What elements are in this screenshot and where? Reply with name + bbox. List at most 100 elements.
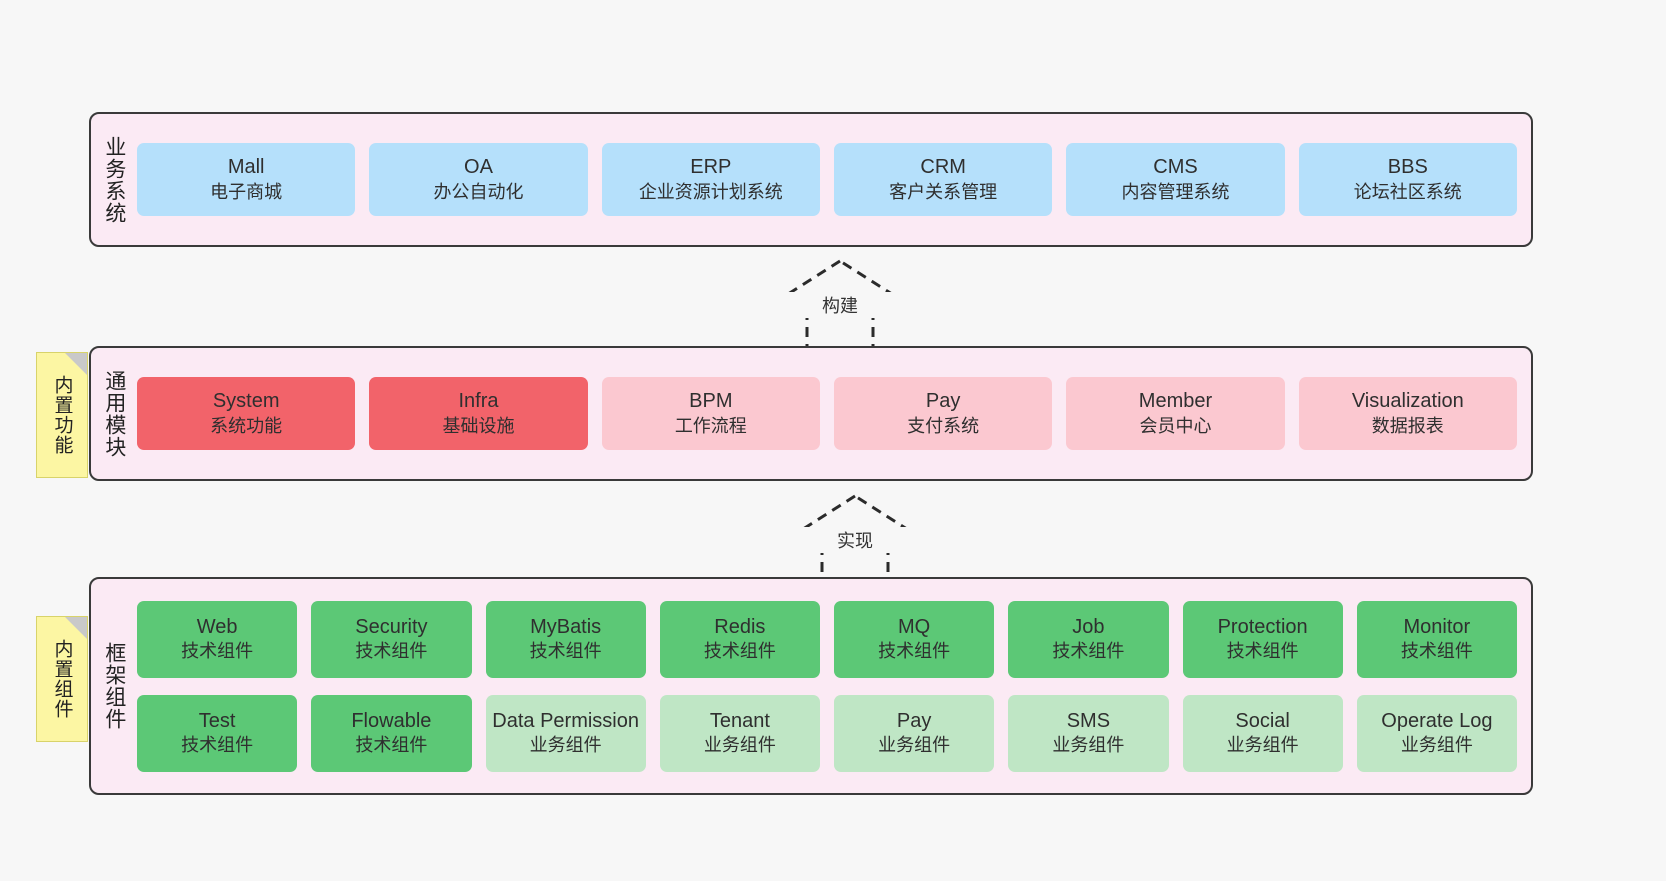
card-name: Infra: [458, 390, 499, 413]
card-subtitle: 会员中心: [1139, 415, 1212, 436]
card-name: Data Permission: [492, 709, 639, 732]
note-builtin-components: 内置组件: [36, 616, 88, 742]
card-subtitle: 技术组件: [355, 735, 428, 756]
card-name: Visualization: [1351, 390, 1464, 413]
card-subtitle: 电子商城: [210, 181, 283, 202]
connector-build: 构建: [745, 255, 935, 347]
layer-framework-component: 框架组件 Web 技术组件 Security 技术组件 MyBatis 技术组件…: [89, 577, 1533, 795]
card-name: MQ: [898, 615, 931, 638]
card-name: BBS: [1387, 156, 1428, 179]
card-subtitle: 技术组件: [1226, 641, 1299, 662]
layer-body-common-module: System 系统功能 Infra 基础设施 BPM 工作流程 Pay 支付系统…: [137, 348, 1531, 479]
card-subtitle: 客户关系管理: [889, 181, 998, 202]
connector-implement: 实现: [760, 490, 950, 582]
layer-title-common-module: 通用模块: [102, 369, 126, 458]
card-subtitle: 工作流程: [674, 415, 747, 436]
card-social[interactable]: Social 业务组件: [1182, 694, 1343, 772]
card-name: Monitor: [1403, 615, 1471, 638]
card-row: Mall 电子商城 OA 办公自动化 ERP 企业资源计划系统 CRM 客户关系…: [137, 143, 1517, 216]
layer-business-system: 业务系统 Mall 电子商城 OA 办公自动化 ERP 企业资源计划系统 CRM…: [89, 112, 1533, 247]
card-subtitle: 技术组件: [355, 641, 428, 662]
card-name: BPM: [689, 390, 733, 413]
card-redis[interactable]: Redis 技术组件: [659, 600, 820, 678]
card-visualization[interactable]: Visualization 数据报表: [1298, 377, 1517, 450]
card-name: Mall: [227, 156, 265, 179]
card-web[interactable]: Web 技术组件: [137, 600, 298, 678]
card-oa[interactable]: OA 办公自动化: [369, 143, 588, 216]
card-pay-component[interactable]: Pay 业务组件: [834, 694, 995, 772]
card-subtitle: 支付系统: [907, 415, 980, 436]
card-name: Security: [355, 615, 428, 638]
card-subtitle: 业务组件: [703, 735, 776, 756]
layer-body-business-system: Mall 电子商城 OA 办公自动化 ERP 企业资源计划系统 CRM 客户关系…: [137, 114, 1531, 245]
card-erp[interactable]: ERP 企业资源计划系统: [601, 143, 820, 216]
card-name: System: [212, 390, 280, 413]
card-subtitle: 基础设施: [442, 415, 515, 436]
card-row: Test 技术组件 Flowable 技术组件 Data Permission …: [137, 694, 1517, 772]
card-name: Flowable: [351, 709, 432, 732]
card-sms[interactable]: SMS 业务组件: [1008, 694, 1169, 772]
card-pay-module[interactable]: Pay 支付系统: [833, 377, 1053, 450]
note-label: 内置功能: [51, 375, 73, 455]
card-test[interactable]: Test 技术组件: [137, 694, 298, 772]
note-fold-corner-icon: [65, 353, 87, 375]
card-monitor[interactable]: Monitor 技术组件: [1356, 600, 1517, 678]
card-security[interactable]: Security 技术组件: [311, 600, 472, 678]
card-bbs[interactable]: BBS 论坛社区系统: [1298, 143, 1517, 216]
card-system[interactable]: System 系统功能: [137, 377, 356, 450]
card-data-permission[interactable]: Data Permission 业务组件: [485, 694, 646, 772]
card-protection[interactable]: Protection 技术组件: [1182, 600, 1343, 678]
card-subtitle: 技术组件: [529, 641, 602, 662]
connector-label: 实现: [760, 527, 950, 553]
card-row: System 系统功能 Infra 基础设施 BPM 工作流程 Pay 支付系统…: [137, 377, 1517, 450]
card-subtitle: 内容管理系统: [1121, 181, 1230, 202]
card-name: Job: [1072, 615, 1105, 638]
card-name: Test: [198, 709, 236, 732]
card-name: Web: [196, 615, 238, 638]
card-subtitle: 技术组件: [1052, 641, 1125, 662]
card-subtitle: 技术组件: [181, 735, 254, 756]
card-name: ERP: [690, 156, 732, 179]
card-operate-log[interactable]: Operate Log 业务组件: [1356, 694, 1517, 772]
note-fold-corner-icon: [65, 617, 87, 639]
card-name: CRM: [920, 156, 966, 179]
card-name: Operate Log: [1381, 709, 1493, 732]
card-name: SMS: [1066, 709, 1111, 732]
card-infra[interactable]: Infra 基础设施: [369, 377, 588, 450]
card-subtitle: 技术组件: [878, 641, 951, 662]
card-subtitle: 办公自动化: [433, 181, 524, 202]
card-flowable[interactable]: Flowable 技术组件: [311, 694, 472, 772]
card-subtitle: 论坛社区系统: [1353, 181, 1462, 202]
card-subtitle: 技术组件: [703, 641, 776, 662]
card-name: Member: [1138, 390, 1213, 413]
card-mq[interactable]: MQ 技术组件: [834, 600, 995, 678]
card-tenant[interactable]: Tenant 业务组件: [659, 694, 820, 772]
card-name: Pay: [925, 390, 961, 413]
card-subtitle: 业务组件: [878, 735, 951, 756]
card-subtitle: 技术组件: [1400, 641, 1473, 662]
card-name: Protection: [1217, 615, 1308, 638]
card-cms[interactable]: CMS 内容管理系统: [1066, 143, 1285, 216]
card-bpm[interactable]: BPM 工作流程: [601, 377, 820, 450]
card-crm[interactable]: CRM 客户关系管理: [833, 143, 1053, 216]
card-name: Tenant: [709, 709, 770, 732]
layer-title-framework-component: 框架组件: [102, 642, 126, 730]
connector-label: 构建: [745, 292, 935, 318]
note-builtin-features: 内置功能: [36, 352, 88, 478]
card-name: Social: [1235, 709, 1290, 732]
card-mall[interactable]: Mall 电子商城: [137, 143, 356, 216]
card-subtitle: 数据报表: [1371, 415, 1444, 436]
card-member[interactable]: Member 会员中心: [1066, 377, 1285, 450]
note-label: 内置组件: [51, 639, 73, 719]
card-subtitle: 业务组件: [529, 735, 602, 756]
layer-title-business-system: 业务系统: [102, 135, 126, 224]
card-subtitle: 系统功能: [210, 415, 283, 436]
card-name: Pay: [896, 709, 932, 732]
card-mybatis[interactable]: MyBatis 技术组件: [485, 600, 646, 678]
layer-common-module: 通用模块 System 系统功能 Infra 基础设施 BPM 工作流程 Pay…: [89, 346, 1533, 481]
layer-body-framework-component: Web 技术组件 Security 技术组件 MyBatis 技术组件 Redi…: [137, 579, 1531, 793]
card-subtitle: 业务组件: [1400, 735, 1473, 756]
card-job[interactable]: Job 技术组件: [1008, 600, 1169, 678]
card-name: Redis: [714, 615, 766, 638]
